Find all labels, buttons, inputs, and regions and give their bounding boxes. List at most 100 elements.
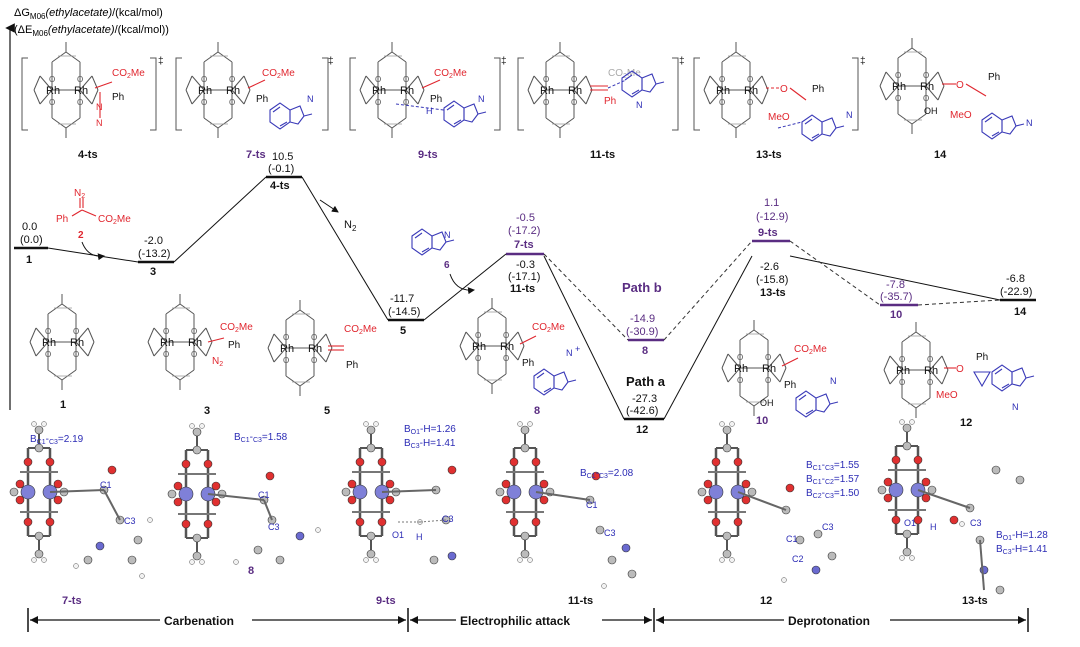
level-10-name: 10 [890, 309, 902, 321]
level-11ts-e: (-17.1) [508, 271, 540, 283]
level-9ts-g: 1.1 [764, 197, 779, 209]
svg-text:O1: O1 [392, 530, 404, 540]
label-14-top: 14 [934, 149, 947, 161]
svg-text:C3: C3 [604, 528, 616, 538]
svg-text:N: N [1012, 402, 1019, 412]
label-4ts-top: 4-ts [78, 149, 98, 161]
top-structure-13ts: Rh Rh O Ph MeO N ‡ 13-ts [693, 41, 866, 161]
svg-text:C1: C1 [586, 500, 598, 510]
svg-text:MeO: MeO [950, 110, 972, 121]
svg-text:BO1-H=1.28: BO1-H=1.28 [996, 530, 1048, 542]
svg-text:Ph: Ph [812, 84, 824, 95]
svg-text:Ph: Ph [112, 92, 124, 103]
reagent-6: N 6 [411, 228, 475, 295]
svg-text:CO2Me: CO2Me [262, 68, 295, 80]
svg-text:Rh: Rh [734, 363, 748, 375]
svg-text:‡: ‡ [860, 56, 866, 67]
svg-text:N: N [96, 102, 103, 112]
svg-text:Rh: Rh [472, 341, 486, 353]
svg-text:Ph: Ph [346, 360, 358, 371]
level-12-name: 12 [636, 424, 648, 436]
svg-text:Rh: Rh [744, 85, 758, 97]
svg-text:Rh: Rh [896, 365, 910, 377]
svg-text:12: 12 [960, 417, 972, 429]
profile-connectors [47, 176, 1001, 420]
level-11ts-name: 11-ts [510, 283, 535, 295]
svg-text:Ph: Ph [522, 358, 534, 369]
level-14-g: -6.8 [1006, 273, 1025, 285]
geometry-12: C1 C2 C3 BC1-C3=1.55 BC1-C2=1.57 BC2-C3=… [698, 422, 860, 607]
svg-text:Ph: Ph [604, 96, 616, 107]
level-3-g: -2.0 [144, 235, 163, 247]
level-9ts-e: (-12.9) [756, 211, 788, 223]
svg-text:Rh: Rh [400, 85, 414, 97]
y-axis-label-1: ΔGM06(ethylacetate)/(kcal/mol) [14, 7, 163, 21]
svg-text:Rh: Rh [70, 337, 84, 349]
stage-deprotonation: Deprotonation [788, 614, 870, 628]
svg-text:N: N [830, 376, 837, 386]
svg-text:‡: ‡ [679, 56, 685, 67]
svg-text:5: 5 [324, 405, 330, 417]
reagent-2: N2 Ph CO2Me 2 [56, 188, 131, 261]
level-4ts-e: (-0.1) [268, 163, 294, 175]
svg-text:N: N [566, 348, 573, 358]
svg-text:1: 1 [60, 399, 66, 411]
svg-text:H: H [930, 522, 937, 532]
svg-text:BC2-C3=1.50: BC2-C3=1.50 [806, 488, 860, 500]
svg-text:Rh: Rh [372, 85, 386, 97]
level-7ts-name: 7-ts [514, 239, 534, 251]
svg-text:C2: C2 [792, 554, 804, 564]
svg-text:C3: C3 [124, 516, 136, 526]
svg-text:OH: OH [760, 398, 774, 408]
svg-text:Ph: Ph [256, 94, 268, 105]
svg-text:Rh: Rh [568, 85, 582, 97]
svg-text:CO2Me: CO2Me [794, 344, 827, 356]
level-3-name: 3 [150, 266, 156, 278]
svg-text:Rh: Rh [308, 343, 322, 355]
svg-text:10: 10 [756, 415, 768, 427]
geometry-8: C1 C3 BC1-C3=1.58 8 [168, 424, 321, 577]
mid-structure-5: Rh Rh CO2Me Ph 5 [267, 299, 377, 417]
svg-text:CO2Me: CO2Me [344, 324, 377, 336]
svg-text:N2: N2 [344, 219, 357, 233]
svg-text:CO2Me: CO2Me [434, 68, 467, 80]
level-5-g: -11.7 [390, 293, 414, 305]
svg-text:13-ts: 13-ts [962, 595, 988, 607]
svg-text:N2: N2 [212, 356, 223, 368]
svg-text:Rh: Rh [500, 341, 514, 353]
svg-text:3: 3 [204, 405, 210, 417]
svg-text:BC1-C3=1.55: BC1-C3=1.55 [806, 460, 860, 472]
svg-text:C3: C3 [268, 522, 280, 532]
svg-text:‡: ‡ [328, 56, 334, 67]
svg-text:Ph: Ph [988, 72, 1000, 83]
stage-carbenation: Carbenation [164, 614, 234, 628]
level-4ts-g: 10.5 [272, 151, 293, 163]
svg-text:BC1-C2=1.57: BC1-C2=1.57 [806, 474, 860, 486]
svg-text:BC1-C3=1.58: BC1-C3=1.58 [234, 432, 288, 444]
mid-structure-1: Rh Rh 1 [29, 293, 95, 411]
svg-text:‡: ‡ [158, 56, 164, 67]
svg-text:CO2Me: CO2Me [98, 214, 131, 226]
level-10-g: -7.8 [886, 279, 905, 291]
top-structure-11ts: Rh Rh CO2Me Ph N ‡ 11-ts [517, 41, 685, 161]
level-1-name: 1 [26, 254, 32, 266]
level-8-g: -14.9 [630, 313, 655, 325]
svg-text:9-ts: 9-ts [376, 595, 396, 607]
svg-text:BC3-H=1.41: BC3-H=1.41 [996, 544, 1048, 556]
svg-text:BO1-H=1.26: BO1-H=1.26 [404, 424, 456, 436]
svg-text:N: N [96, 118, 103, 128]
mid-structure-3: Rh Rh CO2Me Ph N2 3 [147, 293, 253, 417]
svg-text:O1: O1 [904, 518, 916, 528]
top-structure-7ts: Rh Rh CO2Me Ph N ‡ 7-ts [175, 41, 334, 161]
path-b-label: Path b [622, 280, 662, 295]
level-13ts-e: (-15.8) [756, 274, 788, 286]
svg-text:N: N [846, 110, 853, 120]
svg-text:N: N [478, 94, 485, 104]
svg-text:Rh: Rh [920, 81, 934, 93]
geometry-11ts: C1 C3 BC1-C3=2.08 11-ts [496, 422, 637, 607]
svg-text:CO2Me: CO2Me [532, 322, 565, 334]
svg-text:N2: N2 [74, 188, 85, 200]
svg-text:8: 8 [534, 405, 540, 417]
